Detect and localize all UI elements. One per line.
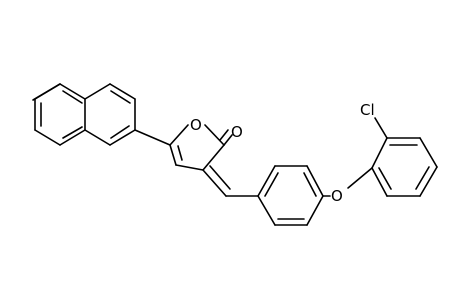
- furanone-ring: [169, 124, 233, 171]
- chlorophenyl-ring: [371, 137, 438, 197]
- carbonyl-oxygen-label: O: [231, 123, 243, 141]
- ether-oxygen-label: O: [331, 187, 343, 205]
- ring-oxygen-label: O: [190, 116, 202, 134]
- chlorine-label: Cl: [360, 101, 375, 119]
- naphthalene-ring-left: [34, 83, 86, 146]
- chloro-bond: [374, 117, 388, 139]
- ether-methylene-bond: [347, 167, 373, 189]
- naphthyl-furanone-bond: [134, 129, 171, 146]
- exocyclic-double-bond: [202, 165, 231, 197]
- naphthalene-ring-right: [84, 83, 136, 146]
- phenyl-ring-central: [257, 165, 324, 226]
